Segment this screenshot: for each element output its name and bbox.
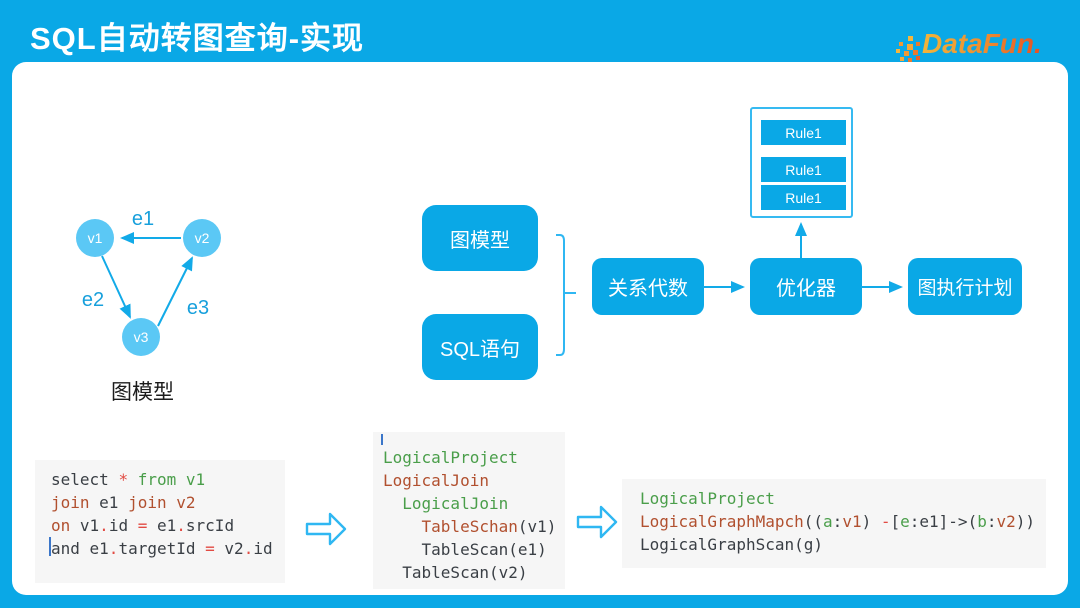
graph-node-v2 — [183, 219, 221, 257]
arrow-optimizer-to-rules — [795, 222, 807, 258]
rule-item-2: Rule1 — [761, 157, 846, 182]
text-cursor — [49, 537, 51, 556]
stage-box-graph-exec-plan: 图执行计划 — [908, 258, 1022, 315]
stage-relational-algebra-label: 关系代数 — [608, 278, 688, 300]
graph-node-v2-label: v2 — [195, 230, 210, 246]
sql-code-block: select * from v1 join e1 join v2 on v1.i… — [35, 460, 285, 583]
input-box-graph-model-label: 图模型 — [450, 229, 510, 252]
edge-label-e2: e2 — [82, 289, 104, 311]
plan-code-line-3: LogicalJoin — [383, 494, 509, 513]
graph-plan-code-block: LogicalProject LogicalGraphMapch((a:v1) … — [622, 479, 1046, 568]
plan-code-line-2: LogicalJoin — [383, 471, 489, 490]
graph-plan-code-line-3: LogicalGraphScan(g) — [640, 535, 824, 554]
sql-code-line-1: select * from v1 — [51, 470, 206, 489]
datafun-logo-dots-icon — [896, 36, 920, 62]
block-arrow-plan-to-graphplan — [576, 505, 618, 539]
graph-node-v1-label: v1 — [88, 230, 103, 246]
graph-plan-code-line-1: LogicalProject — [640, 489, 775, 508]
logical-plan-code-block: LogicalProject LogicalJoin LogicalJoin T… — [373, 432, 565, 589]
grouping-bracket — [556, 234, 576, 356]
graph-node-v1 — [76, 219, 114, 257]
graph-node-v3 — [122, 318, 160, 356]
sql-code-line-2: join e1 join v2 — [51, 493, 196, 512]
rules-container: Rule1 Rule1 Rule1 — [750, 107, 853, 218]
plan-code-line-1: LogicalProject — [383, 448, 518, 467]
block-arrow-sql-to-plan — [305, 512, 347, 546]
arrow-optimizer-to-plan — [861, 281, 903, 293]
stage-optimizer-label: 优化器 — [776, 278, 836, 300]
plan-code-line-4: TableSchan(v1) — [421, 517, 557, 536]
edge-e2-arrow — [101, 255, 131, 319]
input-box-sql: SQL语句 — [422, 314, 538, 380]
input-box-sql-label: SQL语句 — [439, 338, 521, 361]
graph-plan-code-line-2: LogicalGraphMapch((a:v1) -[e:e1]->(b:v2)… — [640, 512, 1036, 531]
sql-code-line-4: and e1.targetId = v2.id — [51, 539, 273, 558]
plan-code-line-6: TableScan(v2) — [383, 563, 528, 582]
stage-graph-exec-plan-label: 图执行计划 — [917, 278, 1013, 299]
rule-item-1: Rule1 — [761, 120, 846, 145]
graph-model-caption: 图模型 — [111, 381, 174, 404]
plan-code-line-5: TableScan(e1) — [383, 540, 547, 559]
rule-item-3: Rule1 — [761, 185, 846, 210]
page-title: SQL自动转图查询-实现 — [30, 21, 365, 56]
arrow-algebra-to-optimizer — [703, 281, 745, 293]
edge-e3-arrow — [157, 256, 193, 327]
datafun-logo-text: DataFun. — [922, 28, 1042, 59]
datafun-logo: DataFun. — [896, 28, 1068, 66]
text-cursor-plan — [381, 434, 383, 445]
sql-code-line-3: on v1.id = e1.srcId — [51, 516, 235, 535]
stage-box-relational-algebra: 关系代数 — [592, 258, 704, 315]
graph-model-diagram: v1 v2 v3 e1 e2 e3 — [76, 208, 221, 356]
stage-box-optimizer: 优化器 — [750, 258, 862, 315]
graph-node-v3-label: v3 — [134, 329, 149, 345]
input-box-graph-model: 图模型 — [422, 205, 538, 271]
edge-label-e3: e3 — [187, 297, 209, 319]
edge-label-e1: e1 — [132, 208, 154, 230]
